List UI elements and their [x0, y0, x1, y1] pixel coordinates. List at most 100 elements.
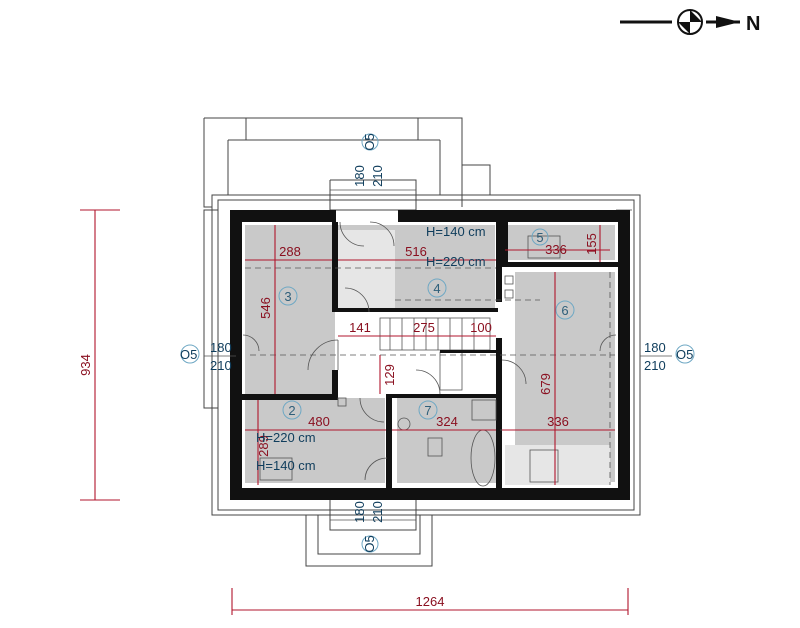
- door-room-4: [344, 287, 370, 313]
- wall-top-right: [398, 210, 630, 222]
- room-7-marker: [418, 400, 438, 420]
- height-room2-low: H=140 cm: [256, 458, 316, 473]
- window-bottom-h: 210: [370, 501, 385, 523]
- room-7-number: 7: [424, 403, 431, 418]
- door-room-2: [364, 457, 388, 481]
- dim-hall-a-label: 141: [349, 320, 371, 335]
- door-window-right: [599, 334, 617, 352]
- height-room2-high: H=220 cm: [256, 430, 316, 445]
- dim-room6-depth-label: 679: [538, 373, 553, 395]
- wall-r4-r6: [496, 222, 502, 302]
- wall-r3-hall: [332, 370, 338, 398]
- stair-landing: [439, 351, 463, 391]
- room-5-number: 5: [536, 230, 543, 245]
- height-room4-high: H=220 cm: [426, 254, 486, 269]
- window-right-code: O5: [676, 347, 693, 362]
- dim-room4-width-label: 516: [405, 244, 427, 259]
- window-labels: 180 210 O5 O5 180 210 180 210 O5 180 2 10…: [180, 133, 695, 553]
- compass-quadrant-icon: [678, 10, 702, 34]
- eave-notch: [462, 164, 491, 195]
- wall-r4-bottom: [338, 308, 498, 312]
- room-6-light: [505, 445, 610, 485]
- door-top-dormer: [369, 221, 395, 247]
- dim-hall-d-label: 129: [382, 364, 397, 386]
- chimney-icon-1: [504, 275, 514, 285]
- window-top-h: 210: [370, 165, 385, 187]
- room-6-number: 6: [561, 303, 568, 318]
- bathroom-fixtures: [259, 235, 561, 487]
- dimension-lines: [80, 209, 629, 615]
- dim-room5-depth-label: 155: [584, 233, 599, 255]
- wall-top-left: [230, 210, 336, 222]
- eave-left-top: [203, 118, 212, 208]
- dim-overall-width: 1264: [416, 594, 445, 609]
- shower-tray: [471, 399, 497, 421]
- room-3-number: 3: [284, 289, 291, 304]
- room-5-marker: [531, 228, 549, 246]
- room-2-number: 2: [288, 403, 295, 418]
- dim-overall-depth: 934: [78, 354, 93, 376]
- walls: [230, 210, 630, 500]
- window-left-h: 210: [210, 358, 232, 373]
- door-window-left: [242, 334, 260, 352]
- stair-flight: [379, 317, 491, 351]
- stair-rail: [440, 350, 500, 353]
- arrowhead-icon: [716, 16, 740, 28]
- door-hall-2: [359, 397, 385, 423]
- dim-room2-width-label: 480: [308, 414, 330, 429]
- room-6-marker: [555, 300, 575, 320]
- eave-top-block: [204, 117, 463, 207]
- room-2-fill: [245, 398, 385, 483]
- room-3-fill: [245, 225, 335, 395]
- window-right-w: 180: [644, 340, 666, 355]
- room-4-number: 4: [433, 281, 440, 296]
- wall-bottom: [230, 488, 630, 500]
- window-left-marker: [180, 344, 200, 364]
- room-7-fill: [397, 398, 497, 483]
- dimension-labels: 934 1264 288 546 516 336 155 679 336 480…: [78, 233, 599, 609]
- window-skylight-2: [259, 457, 293, 481]
- room-2-marker: [282, 400, 302, 420]
- height-room4-low: H=140 cm: [426, 224, 486, 239]
- window-skylight-5: [527, 235, 561, 259]
- eave-bottom-bay: [305, 515, 433, 567]
- door-room-6: [501, 359, 527, 385]
- wall-r6-left: [496, 338, 502, 488]
- dim-room3-width-label: 288: [279, 244, 301, 259]
- doors: [242, 221, 617, 481]
- window-bottom-marker: [361, 535, 379, 553]
- door-room-3: [307, 339, 339, 371]
- window-right-marker: [675, 344, 695, 364]
- window-bottom-w: 180: [352, 501, 367, 523]
- dim-room5-width-label: 336: [545, 242, 567, 257]
- window-left-w: 180: [210, 340, 232, 355]
- room-4-marker: [427, 278, 447, 298]
- room-fills: [245, 225, 615, 485]
- chimney-icon-2: [504, 289, 514, 299]
- height-annotations: H=140 cm H=220 cm H=220 cm H=140 cm: [256, 224, 486, 473]
- eave-left-bay: [203, 209, 219, 409]
- window-skylight-6: [529, 449, 559, 483]
- dim-room3-depth-label: 546: [258, 297, 273, 319]
- room-3-marker: [278, 286, 298, 306]
- window-top-w: 180: [352, 165, 367, 187]
- dormer-bottom: [329, 498, 417, 531]
- dim-room7-width-label: 324: [436, 414, 458, 429]
- wall-mid-left: [242, 394, 338, 400]
- window-left-code: O5: [180, 347, 197, 362]
- roof-outline: [203, 117, 641, 567]
- window-top-marker: [361, 133, 379, 151]
- dim-hall-c-label: 100: [470, 320, 492, 335]
- wall-r3-r4: [332, 222, 338, 312]
- dim-room2-depth-label: 289: [256, 435, 271, 457]
- north-arrow: N: [620, 9, 760, 35]
- toilet-icon: [427, 437, 443, 457]
- wall-r2-r7: [386, 398, 392, 488]
- window-bottom-code: O5: [362, 535, 377, 552]
- north-label: N: [746, 13, 760, 35]
- wall-right: [618, 210, 630, 500]
- door-top-dormer-2: [339, 221, 365, 247]
- room-numbers: 3 4 5 6 2 7: [278, 228, 575, 420]
- dim-hall-b-label: 275: [413, 320, 435, 335]
